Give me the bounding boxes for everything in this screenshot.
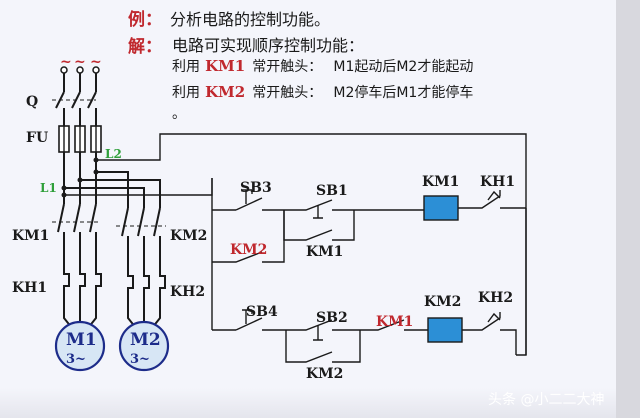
km1-main-contacts [52, 203, 100, 270]
supply-symbol-2: ~ [74, 54, 86, 70]
sb2-start-button [286, 319, 360, 341]
supply-terminals: ~ ~ ~ [60, 54, 102, 74]
svg-text:3~: 3~ [66, 352, 86, 367]
km1-interlock-label: KM1 [376, 314, 413, 330]
m2-branch-lines [64, 171, 161, 208]
km2-hold-contact [285, 330, 361, 363]
phase-lines-top [63, 73, 97, 92]
example-text: 分析电路的控制功能。 [170, 10, 330, 29]
fuse-label: FU [26, 130, 48, 146]
sb2-label: SB2 [316, 310, 348, 326]
km2-power-label: KM2 [170, 228, 207, 244]
kh2-heaters [127, 272, 166, 329]
switch-label: Q [26, 94, 38, 110]
km1-coil-label: KM1 [422, 174, 459, 190]
svg-text:M1: M1 [66, 330, 97, 350]
km2-interlock-contact [212, 210, 285, 263]
sb1-label: SB1 [316, 183, 348, 199]
supply-symbol-3: ~ [90, 54, 102, 70]
explanation-line-2: 利用 KM2 常开触头： M2停车后M1才能停车 [172, 82, 473, 101]
km1-hold-label: KM1 [306, 244, 343, 260]
sb4-stop-button [235, 309, 286, 331]
km2-main-contacts [116, 207, 166, 272]
supply-symbol-1: ~ [60, 54, 72, 70]
motor-m2: M2 3~ [118, 320, 170, 372]
kh1-heaters [63, 270, 102, 329]
trailing-mark: 。 [172, 106, 186, 122]
l1-label: L1 [40, 181, 57, 195]
fuses [58, 125, 102, 153]
km1-interlock-contact [360, 319, 428, 331]
l2-label: L2 [105, 147, 122, 161]
km1-hold-contact [283, 210, 355, 241]
km2-coil [427, 317, 463, 343]
solution-text: 电路可实现顺序控制功能： [172, 36, 364, 55]
km2-interlock-label: KM2 [230, 242, 267, 258]
right-margin-strip [616, 0, 640, 418]
solution-label: 解： [128, 36, 162, 57]
km1-power-label: KM1 [12, 228, 49, 244]
kh2-power-label: KH2 [170, 284, 205, 300]
kh1-contact [458, 190, 526, 209]
kh1-contact-label: KH1 [480, 174, 515, 190]
watermark-strip [0, 388, 616, 418]
km1-coil [423, 195, 459, 221]
watermark-text: 头条 @小二二大神 [488, 391, 604, 408]
explanation-line-1: 利用 KM1 常开触头： M1起动后M2才能起动 [172, 56, 473, 75]
kh2-contact [462, 312, 517, 355]
phase-lines-mid [63, 108, 97, 126]
km2-coil-label: KM2 [424, 294, 461, 310]
sb4-label: SB4 [246, 304, 278, 320]
kh1-power-label: KH1 [12, 280, 47, 296]
svg-text:M2: M2 [130, 330, 161, 350]
svg-text:3~: 3~ [130, 352, 150, 367]
km2-hold-label: KM2 [306, 366, 343, 382]
sb1-start-button [284, 199, 354, 219]
motor-m1: M1 3~ [54, 320, 106, 372]
example-label: 例： [128, 9, 162, 30]
sb3-stop-button [235, 189, 284, 211]
kh2-contact-label: KH2 [478, 290, 513, 306]
sb3-label: SB3 [240, 180, 272, 196]
l2-control-line [96, 133, 527, 356]
